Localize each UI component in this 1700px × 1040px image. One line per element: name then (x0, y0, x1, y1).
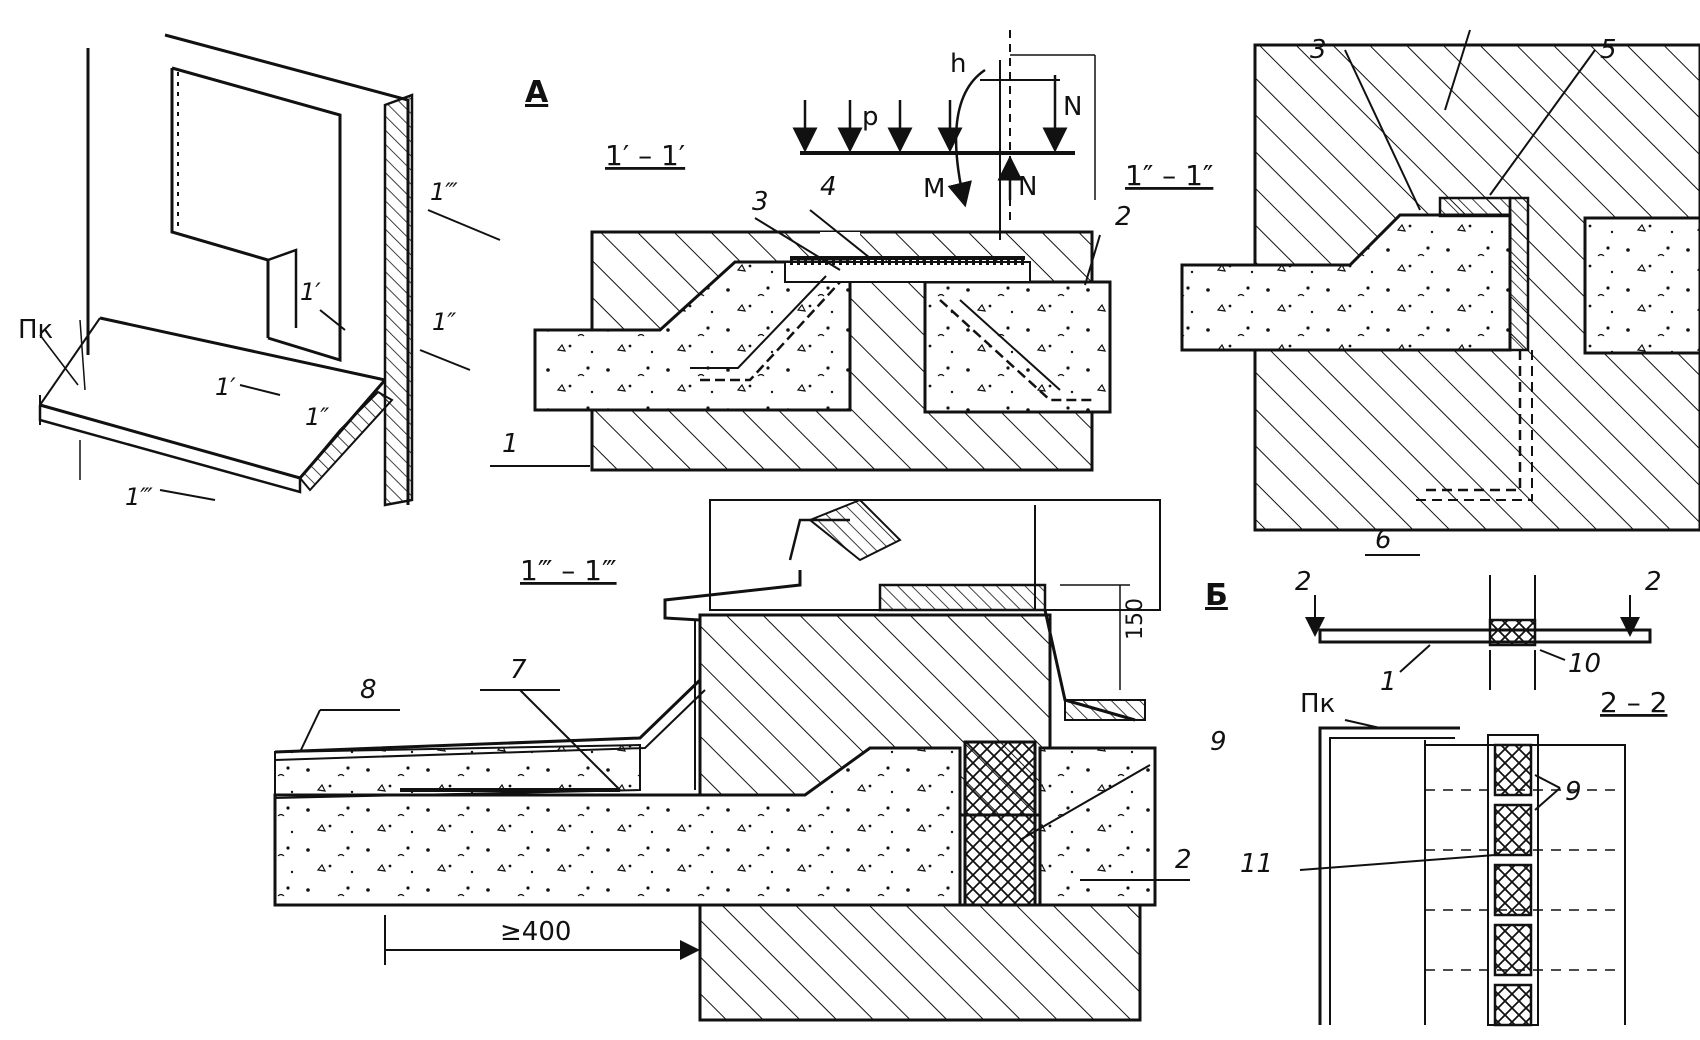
load-n-bottom-label: N (1018, 172, 1037, 202)
section-1ppp-screed (274, 743, 641, 800)
callout-11: 11 (1240, 849, 1273, 879)
detail-b-cut-right: 2 (1645, 567, 1662, 597)
section-1pp-plate (1438, 196, 1512, 218)
load-diagram (792, 30, 1096, 220)
detail-b-block-4 (1493, 923, 1533, 977)
detail-b-pk-label: Пк (1300, 689, 1335, 719)
section-1ppp-parapet-cap (878, 583, 1047, 612)
detail-b (1305, 575, 1652, 1027)
section-1p-rebar-right (939, 299, 1095, 402)
callout-9-a: 9 (1210, 727, 1227, 757)
dimension-400: ≥400 (500, 917, 571, 947)
section-1pp (1180, 29, 1700, 532)
iso-cut-1pp-label: 1″ (432, 308, 456, 336)
iso-slab-section (298, 390, 394, 492)
callout-3-a: 3 (752, 187, 769, 217)
section-1ppp (273, 498, 1161, 1022)
iso-cut-1ppp-label-2: 1‴ (125, 483, 153, 511)
detail-b-slab-plan (1318, 628, 1652, 644)
detail-b-title: Б (1205, 578, 1228, 613)
callout-10: 10 (1568, 649, 1601, 679)
iso-opening-frame (171, 66, 342, 363)
callout-5: 5 (1600, 35, 1617, 65)
detail-b-cut-left: 2 (1295, 567, 1312, 597)
detail-b-frame (1318, 726, 1460, 1025)
callout-1: 1 (502, 429, 519, 459)
section-1p (533, 60, 1112, 472)
callout-6: 6 (1375, 525, 1392, 555)
detail-b-block-1 (1493, 743, 1533, 797)
iso-cut-1p-label: 1′ (300, 278, 321, 306)
iso-wall-section (383, 93, 414, 507)
iso-opening-reveal (170, 68, 270, 338)
detail-b-callout-lines (1299, 644, 1566, 871)
detail-b-insert (1488, 618, 1537, 647)
section-1ppp-title: 1‴ – 1‴ (520, 554, 617, 587)
section-1ppp-insulation (963, 740, 1037, 907)
callout-1-b: 1 (1380, 667, 1397, 697)
isometric-view (38, 33, 501, 507)
section-1ppp-callout-lines (299, 689, 1190, 881)
section-1pp-title: 1″ – 1″ (1125, 159, 1213, 192)
section-1p-callout-lines (490, 209, 1101, 467)
load-h-label: h (950, 49, 966, 79)
iso-cut-1p-label-2: 1′ (215, 373, 236, 401)
iso-cut-1ppp-label: 1‴ (430, 178, 458, 206)
dimension-150: 150 (1123, 598, 1148, 640)
load-m-label: M (923, 174, 945, 204)
section-1ppp-lower-masonry (698, 903, 1142, 1022)
section-1ppp-dimension (384, 915, 701, 965)
iso-pk-label: Пк (18, 315, 53, 345)
detail-a-title: А (525, 75, 549, 110)
callout-3-b: 3 (1310, 35, 1327, 65)
iso-cut-1ppp-line (427, 209, 501, 241)
section-1pp-callout-lines (1344, 49, 1596, 556)
section-1p-title: 1′ – 1′ (605, 139, 685, 172)
iso-cut-1pp-label-2: 1″ (305, 403, 329, 431)
load-moment-arc (947, 68, 986, 208)
detail-b-block-3 (1493, 863, 1533, 917)
iso-cut-1p-line (319, 309, 346, 331)
callout-4: 4 (820, 172, 837, 202)
load-n-top-label: N (1063, 92, 1082, 122)
callout-8: 8 (360, 675, 377, 705)
detail-b-block-5 (1493, 983, 1533, 1027)
detail-b-block-2 (1493, 803, 1533, 857)
iso-cut-1pp-line (419, 349, 471, 371)
callout-2-b: 2 (1175, 845, 1192, 875)
iso-slab-back-edge (99, 316, 386, 382)
section-2-title: 2 – 2 (1600, 686, 1667, 719)
callout-9-b: 9 (1565, 777, 1582, 807)
load-p-label: p (862, 102, 879, 132)
callout-2-a: 2 (1115, 202, 1132, 232)
section-1p-rebar-left (700, 281, 841, 382)
section-1ppp-waterproofing (274, 570, 802, 754)
callout-7: 7 (510, 655, 527, 685)
iso-wall-outline (164, 33, 410, 505)
